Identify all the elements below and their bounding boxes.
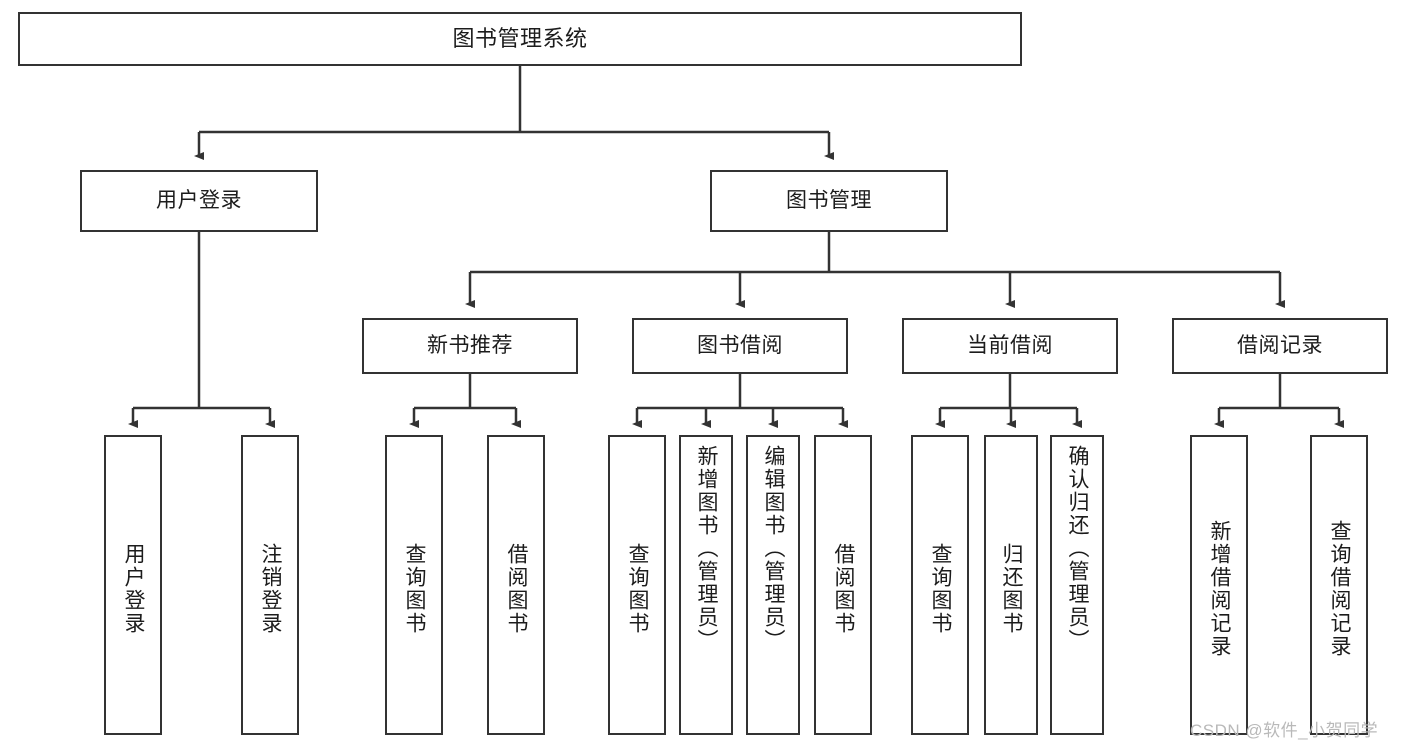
- leaf-borrow-book-2[interactable]: 借阅图书: [814, 435, 872, 735]
- leaf-logout-label: 注销登录: [259, 543, 283, 635]
- leaf-user-login-label: 用户登录: [122, 543, 146, 635]
- node-current-borrow[interactable]: 当前借阅: [902, 318, 1118, 374]
- leaf-return-book[interactable]: 归还图书: [984, 435, 1038, 735]
- leaf-query-book-3-label: 查询图书: [929, 543, 953, 635]
- leaf-add-book-label: 新增图书（管理员）: [695, 445, 719, 652]
- node-book-borrow-label: 图书借阅: [697, 333, 783, 357]
- leaf-add-record[interactable]: 新增借阅记录: [1190, 435, 1248, 735]
- leaf-add-book[interactable]: 新增图书（管理员）: [679, 435, 733, 735]
- leaf-confirm-return-label: 确认归还（管理员）: [1066, 445, 1090, 652]
- node-current-borrow-label: 当前借阅: [967, 333, 1053, 357]
- node-book-manage-label: 图书管理: [786, 188, 872, 212]
- leaf-add-record-label: 新增借阅记录: [1208, 520, 1232, 658]
- leaf-query-book-2-label: 查询图书: [626, 543, 650, 635]
- node-borrow-record[interactable]: 借阅记录: [1172, 318, 1388, 374]
- node-root-label: 图书管理系统: [452, 26, 588, 52]
- leaf-confirm-return[interactable]: 确认归还（管理员）: [1050, 435, 1104, 735]
- leaf-borrow-book-1-label: 借阅图书: [505, 543, 529, 635]
- node-book-manage[interactable]: 图书管理: [710, 170, 948, 232]
- leaf-query-book-1-label: 查询图书: [403, 543, 427, 635]
- leaf-logout[interactable]: 注销登录: [241, 435, 299, 735]
- node-root[interactable]: 图书管理系统: [18, 12, 1022, 66]
- leaf-query-book-2[interactable]: 查询图书: [608, 435, 666, 735]
- node-borrow-record-label: 借阅记录: [1237, 333, 1323, 357]
- node-book-borrow[interactable]: 图书借阅: [632, 318, 848, 374]
- leaf-edit-book[interactable]: 编辑图书（管理员）: [746, 435, 800, 735]
- leaf-query-book-1[interactable]: 查询图书: [385, 435, 443, 735]
- leaf-return-book-label: 归还图书: [1000, 543, 1024, 635]
- leaf-query-book-3[interactable]: 查询图书: [911, 435, 969, 735]
- leaf-borrow-book-2-label: 借阅图书: [832, 543, 856, 635]
- leaf-borrow-book-1[interactable]: 借阅图书: [487, 435, 545, 735]
- leaf-query-record-label: 查询借阅记录: [1328, 520, 1352, 658]
- leaf-query-record[interactable]: 查询借阅记录: [1310, 435, 1368, 735]
- node-new-book-rec-label: 新书推荐: [427, 333, 513, 357]
- leaf-user-login[interactable]: 用户登录: [104, 435, 162, 735]
- leaf-edit-book-label: 编辑图书（管理员）: [762, 445, 786, 652]
- node-new-book-rec[interactable]: 新书推荐: [362, 318, 578, 374]
- node-user-login-label: 用户登录: [156, 188, 242, 212]
- watermark-text: CSDN @软件_小贺同学: [1190, 721, 1379, 740]
- node-user-login[interactable]: 用户登录: [80, 170, 318, 232]
